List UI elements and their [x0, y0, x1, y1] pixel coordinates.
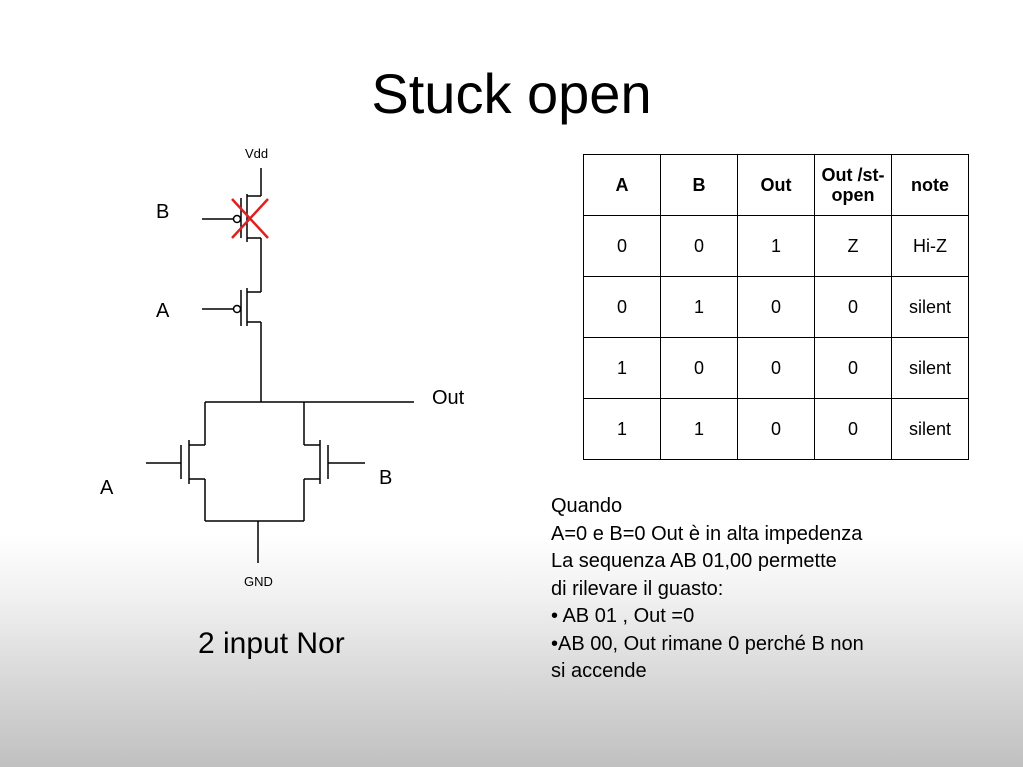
note-line: • AB 01 , Out =0 [551, 605, 695, 627]
truth-table: A B Out Out /st-open note 0 0 1 Z Hi-Z 0… [583, 154, 969, 460]
cell-out-stuck-open: 0 [814, 337, 892, 399]
cell-out: 0 [737, 398, 815, 460]
header-b: B [660, 154, 738, 216]
nmos-b-input-label: B [379, 467, 393, 489]
explanation-text: Quando A=0 e B=0 Out è in alta impedenza… [551, 493, 951, 686]
table-row: 0 0 1 Z Hi-Z [583, 215, 969, 277]
cell-b: 1 [660, 276, 738, 338]
circuit-caption: 2 input Nor [198, 627, 345, 660]
cell-note: silent [891, 276, 969, 338]
cell-out: 0 [737, 337, 815, 399]
cell-b: 1 [660, 398, 738, 460]
cell-note: silent [891, 337, 969, 399]
cell-out-stuck-open: 0 [814, 398, 892, 460]
cell-out: 0 [737, 276, 815, 338]
cell-a: 0 [583, 276, 661, 338]
note-line: Quando [551, 495, 623, 517]
vdd-label: Vdd [245, 146, 269, 161]
cell-b: 0 [660, 215, 738, 277]
pmos-b-input-label: B [156, 201, 170, 223]
header-out: Out [737, 154, 815, 216]
pmos-b-bubble [232, 214, 242, 224]
cell-a: 0 [583, 215, 661, 277]
pmos-a-bubble [232, 304, 242, 314]
cell-b: 0 [660, 337, 738, 399]
table-header-row: A B Out Out /st-open note [583, 154, 969, 216]
note-line: si accende [551, 660, 647, 682]
out-label: Out [432, 387, 465, 409]
pmos-a-input-label: A [156, 300, 170, 322]
table-row: 1 0 0 0 silent [583, 337, 969, 399]
nmos-a-input-label: A [100, 477, 114, 499]
header-a: A [583, 154, 661, 216]
cell-a: 1 [583, 337, 661, 399]
stuck-open-fault-icon [231, 198, 269, 239]
table-row: 0 1 0 0 silent [583, 276, 969, 338]
gnd-label: GND [244, 574, 273, 589]
cell-out-stuck-open: Z [814, 215, 892, 277]
note-line: di rilevare il guasto: [551, 577, 724, 600]
table-row: 1 1 0 0 silent [583, 398, 969, 460]
cell-a: 1 [583, 398, 661, 460]
header-note: note [891, 154, 969, 216]
note-line: La sequenza AB 01,00 permette [551, 550, 837, 572]
header-out-stuck-open: Out /st-open [814, 154, 892, 216]
note-line: A=0 e B=0 Out è in alta impedenza [551, 522, 863, 545]
note-line: •AB 00, Out rimane 0 perché B non [551, 632, 864, 655]
cell-note: Hi-Z [891, 215, 969, 277]
cell-note: silent [891, 398, 969, 460]
cell-out-stuck-open: 0 [814, 276, 892, 338]
slide-title: Stuck open [371, 62, 652, 125]
cell-out: 1 [737, 215, 815, 277]
